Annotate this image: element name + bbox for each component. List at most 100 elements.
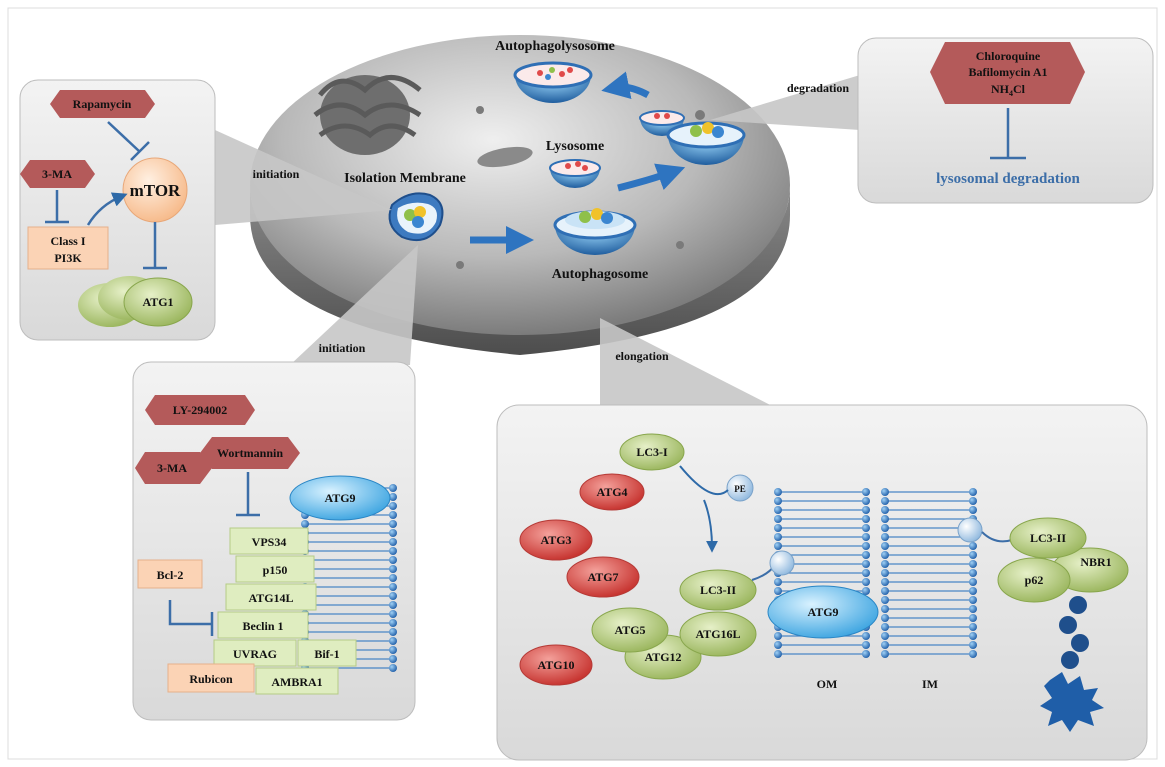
- lipid-head: [881, 578, 889, 586]
- ubiquitin-bead: [1061, 651, 1079, 669]
- lipid-head: [969, 560, 977, 568]
- lipid-head: [862, 551, 870, 559]
- lipid-head: [774, 578, 782, 586]
- lipid-head: [881, 542, 889, 550]
- uvrag-box: [213, 639, 297, 667]
- lipid-head: [774, 587, 782, 595]
- wedge-degradation: [710, 75, 860, 130]
- pe-anchor-right: [957, 517, 983, 543]
- lipid-head: [389, 484, 397, 492]
- atg4-label: ATG4: [596, 485, 627, 499]
- lipid-head: [969, 542, 977, 550]
- lipid-head: [881, 524, 889, 532]
- isolation-membrane-label: Isolation Membrane: [344, 171, 466, 186]
- lipid-head: [862, 641, 870, 649]
- lipid-head: [389, 565, 397, 573]
- wortmannin-label: Wortmannin: [217, 446, 283, 460]
- lipid-head: [881, 596, 889, 604]
- lc3ii-left-ellipse: [679, 569, 757, 611]
- lipid-head: [969, 641, 977, 649]
- wedge-elongation: [600, 318, 780, 410]
- lipid-head: [862, 578, 870, 586]
- lipid-head: [389, 511, 397, 519]
- lipid-head: [969, 587, 977, 595]
- vps34-label: VPS34: [252, 535, 287, 549]
- atg3-ellipse: [519, 519, 593, 561]
- lipidation-arrow: [679, 465, 729, 548]
- lipid-head: [389, 493, 397, 501]
- bafilomycin-label: Bafilomycin A1: [968, 65, 1047, 79]
- atg3-label: ATG3: [540, 533, 571, 547]
- lipid-head: [969, 578, 977, 586]
- lipid-head: [862, 650, 870, 658]
- lysosome-label: Lysosome: [546, 139, 604, 154]
- p150-label: p150: [263, 563, 288, 577]
- atg1-label: ATG1: [142, 295, 173, 309]
- rapamycin-inhibit-bar: [130, 141, 150, 161]
- ubiquitin-bead: [1059, 616, 1077, 634]
- bcl2-inhibit-line: [168, 600, 212, 626]
- vesicle: [695, 110, 705, 120]
- lipid-head: [301, 520, 309, 528]
- nh4cl-label: NH4Cl: [991, 82, 1026, 98]
- class1-label: Class I: [50, 234, 85, 248]
- lipid-head: [969, 551, 977, 559]
- lipid-head: [389, 583, 397, 591]
- lipid-head: [862, 587, 870, 595]
- degradation-panel: Chloroquine Bafilomycin A1 NH4Cl lysosom…: [857, 37, 1154, 204]
- pi3k-label: PI3K: [54, 251, 82, 265]
- lipid-head: [862, 632, 870, 640]
- pi3k-panel: LY-294002 3-MA Wortmannin ATG9 VPS34 p15…: [132, 361, 416, 721]
- ly294002-hexagon: [145, 395, 255, 425]
- wedge-initiation-bottom: [290, 245, 418, 365]
- autophagosome-label: Autophagosome: [552, 267, 648, 282]
- lipid-head: [969, 497, 977, 505]
- chloroquine-label: Chloroquine: [976, 49, 1041, 63]
- rubicon-box: [167, 663, 255, 693]
- rubicon-label: Rubicon: [189, 672, 233, 686]
- elongation-panel: LC3-I ATG4 PE ATG3 ATG7 ATG10 LC3-II ATG…: [496, 404, 1148, 761]
- lipid-head: [881, 497, 889, 505]
- lipid-head: [389, 529, 397, 537]
- pe-circle: [726, 474, 754, 502]
- atg4-ellipse: [579, 473, 645, 511]
- lipid-head: [389, 628, 397, 636]
- p62-label: p62: [1025, 573, 1044, 587]
- lc3i-label: LC3-I: [636, 445, 668, 459]
- autophagolysosome-label: Autophagolysosome: [495, 39, 615, 54]
- lipid-head: [862, 542, 870, 550]
- lipid-head: [881, 650, 889, 658]
- elongation-label: elongation: [615, 349, 669, 363]
- atg16l-label: ATG16L: [695, 627, 740, 641]
- lipid-head: [969, 614, 977, 622]
- p62-ellipse: [997, 557, 1071, 603]
- lysosomal-degradation-label: lysosomal degradation: [936, 171, 1080, 187]
- om-label: OM: [817, 677, 838, 691]
- arrow-to-fusion: [617, 163, 686, 192]
- mtor-panel-bg: [19, 79, 216, 341]
- lipid-head: [774, 524, 782, 532]
- cargo-aggregate: [1040, 672, 1104, 732]
- ly294002-label: LY-294002: [173, 403, 227, 417]
- lipid-head: [389, 655, 397, 663]
- lipid-head: [389, 637, 397, 645]
- lipid-head: [881, 569, 889, 577]
- vesicle: [456, 261, 464, 269]
- lipid-head: [862, 497, 870, 505]
- bcl2-label: Bcl-2: [157, 568, 184, 582]
- lc3ii-right-linker: [981, 531, 1013, 543]
- lipid-head: [862, 488, 870, 496]
- vps34-box: [229, 527, 309, 555]
- lipid-head: [881, 623, 889, 631]
- lipid-head: [774, 542, 782, 550]
- uvrag-label: UVRAG: [233, 647, 277, 661]
- lipid-head: [774, 641, 782, 649]
- lipid-head: [774, 506, 782, 514]
- lipid-head: [881, 641, 889, 649]
- atg7-ellipse: [566, 556, 640, 598]
- lipid-head: [389, 547, 397, 555]
- lipid-head: [969, 605, 977, 613]
- three-ma-label: 3-MA: [42, 167, 72, 181]
- atg9-elong-ellipse: [767, 585, 879, 639]
